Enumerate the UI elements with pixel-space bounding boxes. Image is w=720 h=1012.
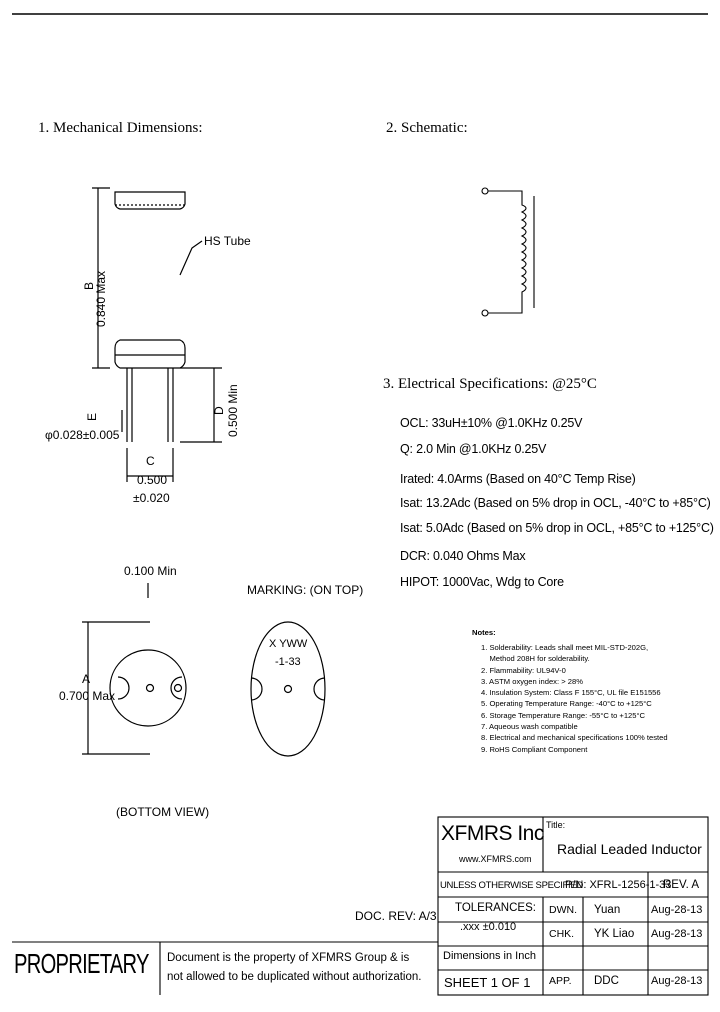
marking-view-drawing [250, 621, 326, 757]
dim-top-min: 0.100 Min [124, 564, 177, 578]
row-role: DWN. [549, 904, 577, 916]
dim-e-letter: E [85, 412, 99, 421]
row-name: Yuan [594, 904, 621, 916]
part-number: P/N: XFRL-1256-1-33 [565, 879, 672, 891]
note-item: 1. Solderability: Leads shall meet MIL-S… [481, 643, 649, 652]
dimensions-unit: Dimensions in Inch [443, 950, 536, 962]
note-item: 8. Electrical and mechanical specificati… [481, 733, 668, 743]
row-role: APP. [549, 975, 572, 987]
schematic-drawing [481, 187, 535, 317]
tolerances-label: TOLERANCES: [455, 902, 536, 914]
spec-dcr: DCR: 0.040 Ohms Max [400, 549, 526, 563]
row-date: Aug-28-13 [651, 975, 703, 987]
notes-title: Notes: [472, 628, 496, 637]
spec-ocl: OCL: 33uH±10% @1.0KHz 0.25V [400, 416, 583, 430]
row-role: CHK. [549, 928, 575, 940]
tolerance-value: .xxx ±0.010 [460, 921, 517, 933]
row-name: YK Liao [594, 928, 635, 940]
marking-line-2: -1-33 [275, 656, 301, 668]
title-label: Title: [546, 820, 566, 830]
dim-c-tolerance: ±0.020 [133, 491, 170, 505]
dim-d-value: 0.500 Min [226, 384, 240, 437]
spec-isat-1: Isat: 13.2Adc (Based on 5% drop in OCL, … [400, 496, 711, 510]
row-date: Aug-28-13 [651, 904, 703, 916]
doc-revision: DOC. REV: A/3 [355, 909, 437, 923]
note-item: Method 208H for solderability. [481, 654, 590, 664]
schematic-heading: 2. Schematic: [386, 120, 468, 136]
document-title: Radial Leaded Inductor [557, 841, 702, 857]
bottom-view-label: (BOTTOM VIEW) [116, 805, 210, 819]
spec-hipot: HIPOT: 1000Vac, Wdg to Core [400, 575, 564, 589]
note-item: 9. RoHS Compliant Component [481, 744, 588, 754]
title-block-lines [12, 816, 709, 996]
row-name: DDC [594, 975, 619, 987]
note-item: 5. Operating Temperature Range: -40°C to… [481, 699, 652, 709]
electrical-heading: 3. Electrical Specifications: @25°C [383, 376, 597, 392]
company-website: www.XFMRS.com [459, 854, 532, 864]
unless-specified: UNLESS OTHERWISE SPECIFIED [440, 880, 583, 891]
row-date: Aug-28-13 [651, 928, 703, 940]
revision: REV. A [663, 879, 700, 891]
dim-d-letter: D [212, 406, 226, 415]
note-item: 7. Aqueous wash compatible [481, 722, 578, 732]
spec-isat-2: Isat: 5.0Adc (Based on 5% drop in OCL, +… [400, 521, 714, 535]
dim-a-letter: A [82, 672, 91, 686]
spec-irated: Irated: 4.0Arms (Based on 40°C Temp Rise… [400, 472, 636, 486]
note-item: 2. Flammability: UL94V-0 [481, 665, 566, 675]
dim-c-letter: C [146, 454, 155, 468]
proprietary-notice-1: Document is the property of XFMRS Group … [167, 952, 410, 964]
company-name: XFMRS Inc [441, 822, 544, 845]
proprietary-notice-2: not allowed to be duplicated without aut… [167, 971, 422, 983]
dim-b-value: 0.840 Max [94, 270, 108, 327]
marking-label: MARKING: (ON TOP) [247, 583, 364, 597]
hs-tube-label: HS Tube [204, 234, 251, 248]
dim-e-value: φ0.028±0.005 [45, 428, 120, 442]
mechanical-heading: 1. Mechanical Dimensions: [38, 120, 203, 136]
spec-q: Q: 2.0 Min @1.0KHz 0.25V [400, 442, 547, 456]
note-item: 3. ASTM oxygen index: > 28% [481, 676, 583, 686]
proprietary-label: PROPRIETARY [14, 948, 149, 979]
bottom-view-drawing [82, 583, 187, 755]
dim-c-value: 0.500 [137, 473, 168, 487]
note-item: 4. Insulation System: Class F 155°C, UL … [481, 688, 661, 698]
marking-line-1: X YWW [269, 638, 308, 650]
notes-list: 1. Solderability: Leads shall meet MIL-S… [481, 643, 668, 756]
note-item: 6. Storage Temperature Range: -55°C to +… [481, 710, 646, 720]
sheet-number: SHEET 1 OF 1 [444, 975, 531, 990]
side-view-drawing [92, 187, 222, 482]
dim-a-value: 0.700 Max [59, 689, 116, 703]
